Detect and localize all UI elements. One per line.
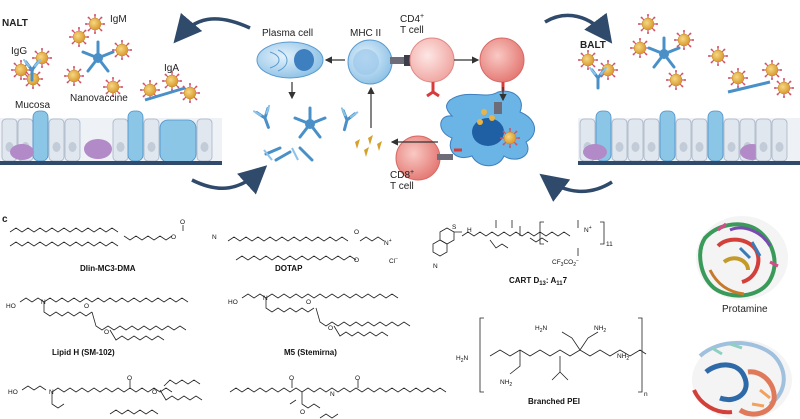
dlin-label: Dlin-MC3-DMA [80,264,136,273]
m5-label: M5 (Stemirna) [284,348,337,357]
cd8-tcell-label: T cell [390,181,414,192]
igg-label: IgG [11,46,27,57]
bottom-n: N [49,389,54,396]
dotap-o2: O [354,257,359,264]
arrow-balt-to-dc [539,173,613,202]
lipidh-n: N [41,299,46,306]
bottom-mid-o1: O [289,375,294,382]
m5-o1: O [306,299,311,306]
arrow-nalt-to-antibodies [191,165,268,195]
nalt-antigens [10,13,201,104]
lipidh-ho: HO [6,303,16,310]
nalt-epithelium [0,110,222,165]
structure-bottom-left [21,379,203,415]
protamine-structure [696,216,788,300]
igm-label: IgM [110,14,127,25]
pei-nh2-top1: H2N [535,325,547,334]
pei-nh2-bottom: NH2 [500,379,512,388]
dlin-o2: O [180,219,185,226]
arrow-balt-to-cd4 [544,12,613,44]
lipid-h-label: Lipid H (SM-102) [52,348,115,357]
nanovaccine-label: Nanovaccine [70,93,128,104]
balt-antigens [577,13,795,99]
bottom-o1: O [127,375,132,382]
mhc-ii-label: MHC II [350,28,381,39]
structure-bottom-middle [229,380,447,419]
cart-cf3: CF3CO2− [552,258,579,268]
b-cell [347,39,412,85]
cytotoxic-granules [355,135,382,157]
lipidh-o2: O [104,329,109,336]
dlin-n: N [212,234,217,241]
lipidh-o1: O [84,303,89,310]
cart-n: N [433,263,438,270]
balt-label: BALT [580,40,606,51]
plasma-cell-label: Plasma cell [262,28,313,39]
cd4-label: CD4+ [400,13,424,25]
pei-n-subscript: n [644,391,648,398]
plasma-cell [256,41,324,79]
dendritic-cell [440,87,535,167]
structure-cart [432,220,605,257]
bottom-mid-n: N [330,391,335,398]
panel-c: c O O N Dlin-MC3-DMA O O N+ Cl− DOTAP [2,214,792,419]
bottom-ho: HO [8,389,18,396]
dotap-o1: O [354,229,359,236]
cd8-label: CD8+ [390,169,414,181]
cd8-t-cell [395,135,462,181]
cart-s: S [452,224,457,231]
m5-o2: O [328,325,333,332]
cd4-t-cell [409,37,525,98]
iga-label: IgA [164,63,179,74]
panel-letter-c: c [2,214,8,225]
bottom-mid-o2: O [355,375,360,382]
structure-dlin-mc3-dma [9,225,184,247]
cd4-tcell-label: T cell [400,25,424,36]
branched-pei-label: Branched PEI [528,397,580,406]
dlin-o1: O [171,234,176,241]
nalt-label: NALT [2,18,28,29]
cart-nplus: N+ [584,225,592,234]
pei-nh2-top2: NH2 [594,325,606,334]
dotap-cl: Cl− [389,256,398,265]
protamine-label: Protamine [722,304,768,315]
m5-n: N [263,295,268,302]
protein-structure-2 [692,340,792,419]
cart-label: CART D13: A117 [509,276,568,287]
cart-eleven: 11 [606,241,613,248]
balt-epithelium [578,110,800,165]
dotap-nplus: N+ [384,238,392,247]
cart-h: H [467,227,472,234]
dotap-label: DOTAP [275,264,303,273]
pei-h2n-left: H2N [456,355,468,364]
antibody-cluster [252,104,359,162]
mucosa-label: Mucosa [15,100,50,111]
m5-ho: HO [228,299,238,306]
panel-b: NALT IgG IgM IgA Mucosa Nanovaccine [0,12,800,202]
structure-dotap [227,236,385,261]
bottom-mid-o3: O [300,409,305,416]
structure-lipid-h [19,297,189,341]
structure-m5 [241,293,411,337]
bottom-o2: O [152,389,157,396]
pei-nh2-right: NH2 [617,353,629,362]
structure-branched-pei [479,317,647,393]
arrow-plasma-to-nalt [173,12,251,44]
